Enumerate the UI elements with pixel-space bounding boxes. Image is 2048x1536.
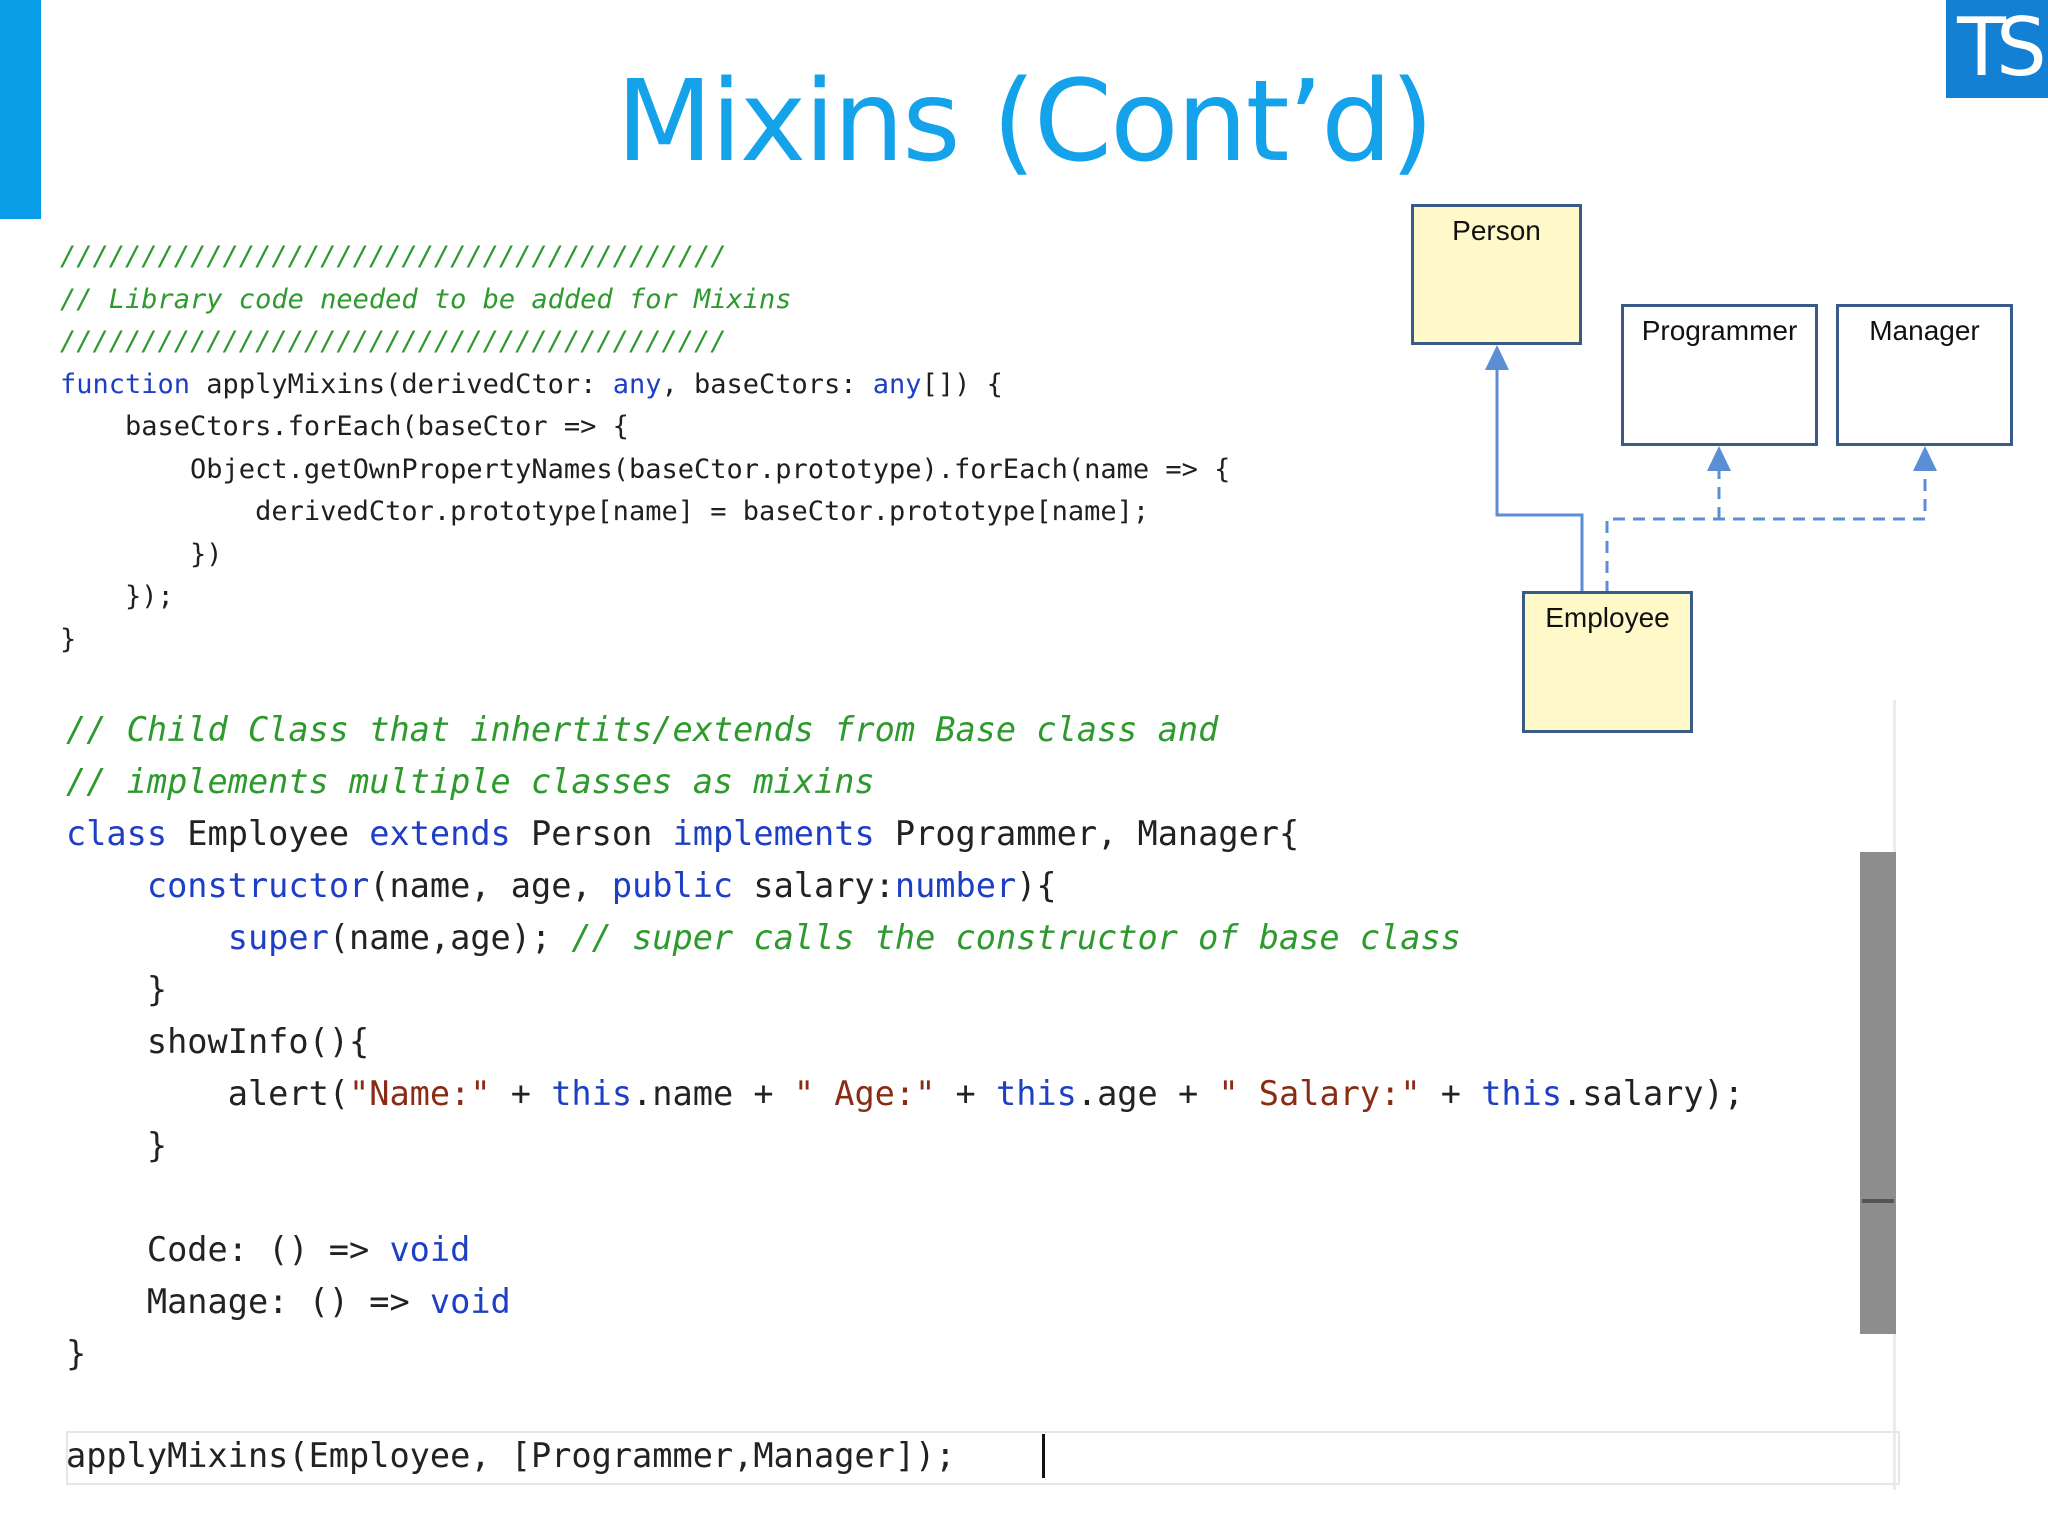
operator: +	[490, 1074, 552, 1113]
keyword-any: any	[872, 368, 922, 400]
string-name: "Name:"	[349, 1074, 491, 1113]
code-line-close-function: }	[60, 623, 77, 655]
keyword-super: super	[227, 918, 329, 957]
property-name: .name +	[632, 1074, 794, 1113]
constructor-params: (name, age,	[369, 866, 612, 905]
code-declaration: Code: () =>	[66, 1230, 390, 1269]
comment-rule-top: ////////////////////////////////////////…	[60, 241, 727, 272]
keyword-implements: implements	[672, 814, 875, 853]
showinfo-method: showInfo(){	[66, 1022, 370, 1061]
editor-current-line	[66, 1431, 1900, 1485]
uml-person-label: Person	[1452, 215, 1541, 246]
function-signature: applyMixins(derivedCtor:	[190, 368, 613, 400]
text-cursor	[1042, 1434, 1045, 1478]
comment-rule-bottom: ////////////////////////////////////////…	[60, 326, 727, 357]
keyword-this: this	[995, 1074, 1077, 1113]
editor-scrollbar[interactable]	[1860, 852, 1896, 1334]
function-signature-mid: , baseCtors:	[661, 368, 873, 400]
keyword-void: void	[389, 1230, 471, 1269]
code-line-foreach: baseCtors.forEach(baseCtor => {	[60, 411, 629, 442]
keyword-public: public	[611, 866, 734, 905]
class-close: }	[66, 1334, 87, 1373]
implements-arrowhead-programmer	[1707, 446, 1731, 471]
alert-close: );	[1703, 1074, 1745, 1113]
super-args: (name,age);	[328, 918, 572, 957]
keyword-class: class	[66, 814, 168, 853]
typescript-logo-icon: TS	[1946, 0, 2048, 98]
alert-open: alert(	[66, 1074, 350, 1113]
accent-bar	[0, 0, 41, 219]
manage-declaration: Manage: () =>	[66, 1282, 430, 1321]
code-line-assign: derivedCtor.prototype[name] = baseCtor.p…	[60, 496, 1150, 527]
extends-arrowhead	[1485, 345, 1509, 370]
showinfo-close: }	[66, 1126, 168, 1165]
apply-mixins-call[interactable]: applyMixins(Employee, [Programmer,Manage…	[66, 1436, 956, 1475]
keyword-function: function	[60, 368, 191, 400]
constructor-salary: salary:	[733, 866, 895, 905]
implements-arrowhead-manager	[1913, 446, 1937, 471]
implements-connector	[1605, 470, 1927, 593]
uml-employee-box: Employee	[1522, 591, 1693, 733]
code-line-getownpropertynames: Object.getOwnPropertyNames(baseCtor.prot…	[60, 453, 1231, 485]
keyword-extends: extends	[369, 814, 511, 853]
property-age: .age +	[1076, 1074, 1219, 1113]
class-code-block: // Child Class that inhertits/extends fr…	[66, 704, 1744, 1380]
operator: +	[935, 1074, 996, 1113]
uml-person-box: Person	[1411, 204, 1582, 345]
uml-employee-label: Employee	[1545, 602, 1670, 633]
keyword-this: this	[551, 1074, 633, 1113]
extends-connector	[1495, 350, 1584, 593]
uml-programmer-label: Programmer	[1641, 315, 1798, 346]
property-salary: .salary	[1562, 1074, 1704, 1113]
class-name: Employee	[167, 814, 370, 853]
super-comment: // super calls the constructor of base c…	[571, 918, 1461, 957]
class-comment-1: // Child Class that inhertits/extends fr…	[66, 710, 1219, 749]
keyword-any: any	[612, 368, 662, 400]
scrollbar-marker	[1862, 1199, 1894, 1203]
mixin-names: Programmer, Manager{	[874, 814, 1300, 853]
uml-manager-box: Manager	[1836, 304, 2013, 446]
operator: +	[1420, 1074, 1482, 1113]
uml-manager-label: Manager	[1869, 315, 1980, 346]
function-signature-end: []) {	[921, 368, 1003, 400]
library-comment: // Library code needed to be added for M…	[60, 283, 792, 315]
slide-title: Mixins (Cont’d)	[616, 57, 1434, 187]
library-code-block: ////////////////////////////////////////…	[60, 236, 1230, 661]
keyword-constructor: constructor	[146, 866, 370, 905]
keyword-void: void	[429, 1282, 511, 1321]
constructor-close: }	[66, 970, 168, 1009]
uml-programmer-box: Programmer	[1621, 304, 1818, 446]
code-line-close-inner: })	[60, 538, 223, 570]
string-salary: " Salary:"	[1218, 1074, 1421, 1113]
keyword-this: this	[1481, 1074, 1563, 1113]
code-line-close-outer: });	[60, 581, 174, 612]
constructor-end: ){	[1016, 866, 1057, 905]
string-age: " Age:"	[793, 1074, 936, 1113]
base-class-name: Person	[510, 814, 673, 853]
class-comment-2: // implements multiple classes as mixins	[66, 762, 875, 801]
keyword-number: number	[894, 866, 1017, 905]
